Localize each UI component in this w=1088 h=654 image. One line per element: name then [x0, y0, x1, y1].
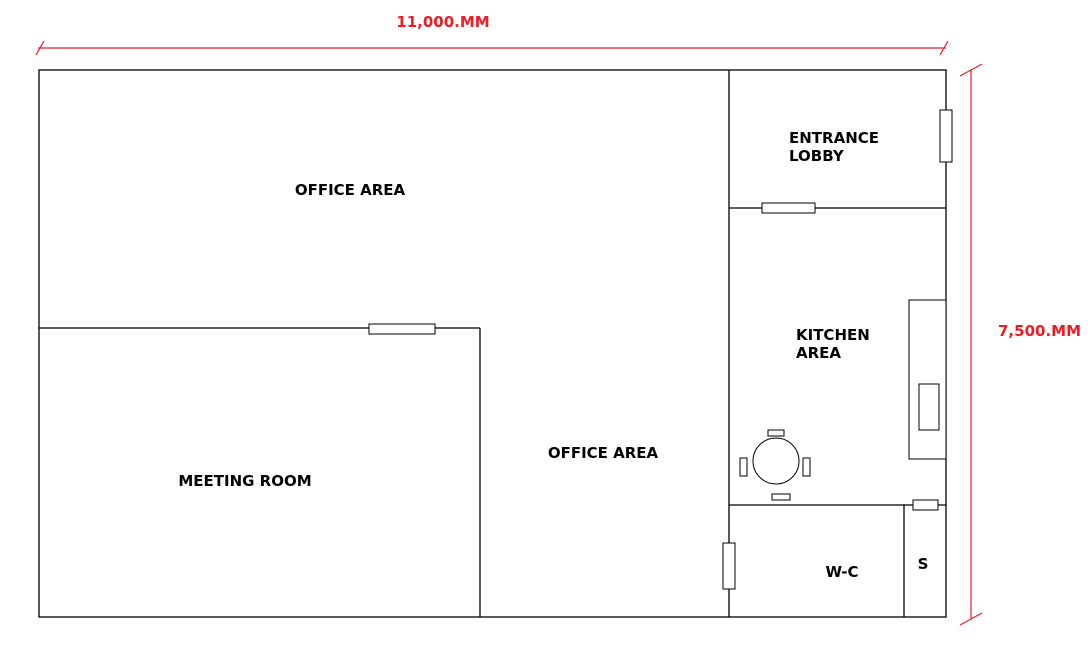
height-dimension-tick-top [959, 63, 983, 77]
height-dimension: 7,500.MM [959, 63, 1081, 626]
height-dimension-tick-bottom [959, 612, 983, 626]
wc-door [722, 542, 736, 590]
entrance-lobby-label-line2: LOBBY [789, 147, 845, 165]
entrance-door [939, 109, 953, 163]
kitchen-sink [918, 383, 940, 431]
width-dimension-tick-left [35, 40, 45, 56]
doors [368, 109, 953, 590]
width-dimension: 11,000.MM [35, 13, 949, 56]
lobby-door [761, 202, 816, 214]
width-dimension-tick-right [939, 40, 949, 56]
wc-label: W-C [825, 563, 858, 581]
kitchen-fixtures [739, 299, 947, 501]
office-area-center-label: OFFICE AREA [548, 444, 659, 462]
chair-bottom [771, 493, 791, 501]
chair-right [802, 457, 811, 477]
meeting-room-label: MEETING ROOM [178, 472, 311, 490]
entrance-lobby-label-line1: ENTRANCE [789, 129, 879, 147]
width-dimension-label: 11,000.MM [396, 13, 489, 31]
chair-top [767, 429, 785, 437]
height-dimension-label: 7,500.MM [998, 322, 1081, 340]
room-labels: OFFICE AREA OFFICE AREA MEETING ROOM ENT… [178, 129, 928, 581]
meeting-room-door [368, 323, 436, 335]
chair-left [739, 457, 748, 477]
kitchen-label-line2: AREA [796, 344, 841, 362]
kitchen-label-line1: KITCHEN [796, 326, 870, 344]
dining-table [752, 437, 800, 485]
store-label: S [918, 555, 929, 573]
office-area-top-label: OFFICE AREA [295, 181, 406, 199]
kitchen-counter [908, 299, 947, 460]
store-door [912, 499, 939, 511]
